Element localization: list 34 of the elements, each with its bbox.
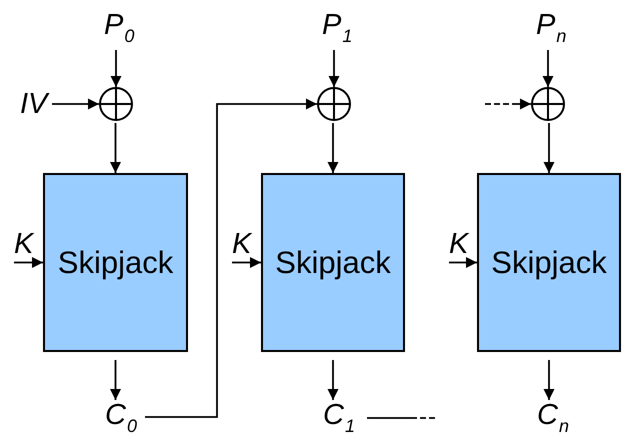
arrow [110, 360, 121, 400]
arrow [544, 123, 554, 173]
cipher-block [43, 173, 188, 352]
cipher-block [261, 173, 405, 352]
cipher-name: Skipjack [491, 244, 607, 280]
arrow [14, 257, 43, 268]
arrow [328, 123, 338, 173]
arrow [449, 257, 477, 268]
arrow [110, 123, 121, 173]
arrow [485, 98, 531, 110]
variable-label: K [232, 230, 252, 258]
xor-symbol [531, 87, 565, 121]
arrow [110, 50, 122, 87]
arrow [544, 360, 554, 400]
variable-label: IV [20, 90, 48, 118]
arrow [145, 98, 317, 418]
cipher-name: Skipjack [58, 244, 174, 280]
xor-symbol [99, 87, 133, 121]
variable-label: P$_{1}$ [322, 10, 352, 46]
variable-label: K [14, 230, 34, 258]
arrow [52, 98, 99, 110]
variable-label: C$_{1}$ [323, 400, 355, 436]
variable-label: P$_{0}$ [104, 10, 134, 46]
variable-label: P$_{n}$ [536, 10, 566, 46]
variable-label: C$_{0}$ [105, 400, 137, 436]
cipher-name: Skipjack [275, 244, 391, 280]
variable-label: K [449, 230, 468, 258]
arrow [328, 50, 340, 87]
xor-symbol [317, 87, 351, 121]
arrow [328, 360, 338, 400]
variable-label: C$_{n}$ [537, 400, 569, 436]
arrow [542, 50, 554, 87]
cipher-block [477, 173, 621, 352]
arrow [232, 257, 261, 268]
